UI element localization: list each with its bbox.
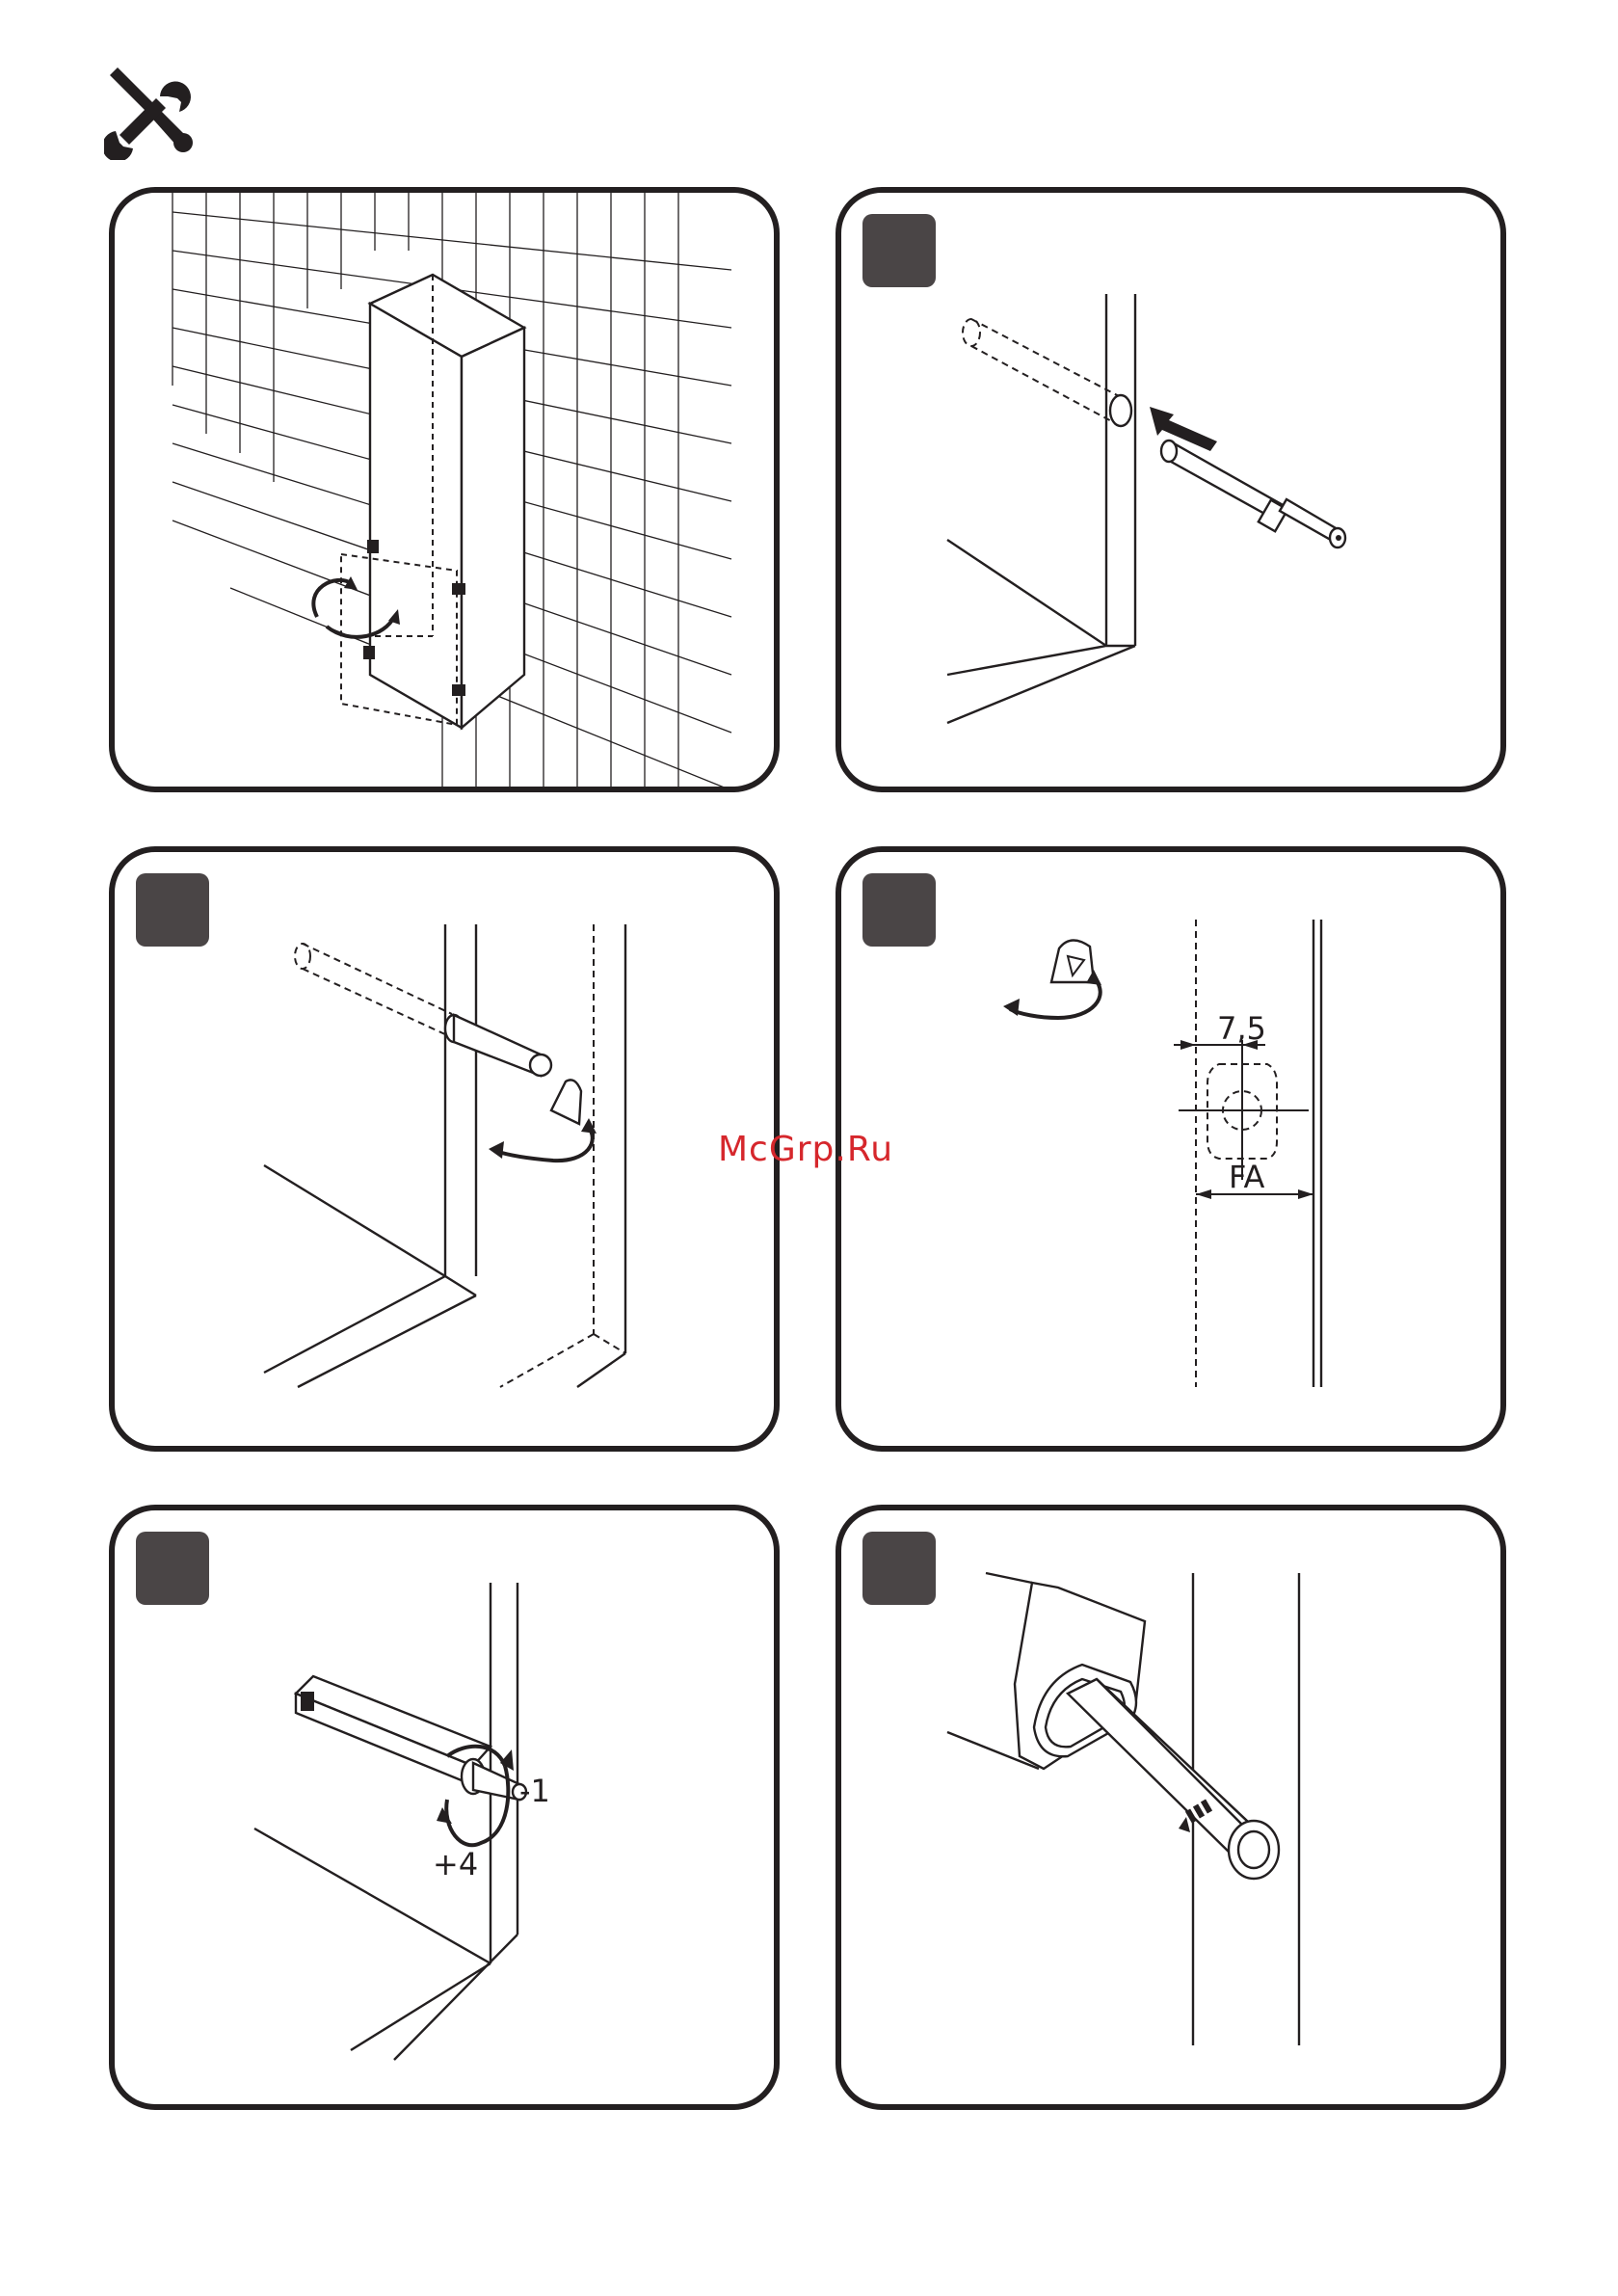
- mount-adapter-illustration: [115, 852, 780, 1452]
- insert-housing-illustration: [841, 193, 1506, 792]
- panel-step-installed-closeup: [836, 1505, 1506, 2110]
- installed-closeup-illustration: [841, 1510, 1506, 2110]
- dimension-7-5-label: 7,5: [1217, 1010, 1266, 1047]
- adjust-plus-label: +4: [433, 1846, 478, 1882]
- adjust-minus-label: -1: [519, 1773, 550, 1809]
- adjust-depth-illustration: -1 +4: [115, 1510, 780, 2110]
- panel-step-drill-dimensions: 7,5 FA: [836, 846, 1506, 1452]
- tools-icon: [104, 64, 200, 160]
- panel-step-mount-adapter: [109, 846, 780, 1452]
- watermark: McGrp.Ru: [718, 1130, 893, 1169]
- panel-cabinet-overview: [109, 187, 780, 792]
- panel-step-insert-housing: [836, 187, 1506, 792]
- drill-dimensions-illustration: 7,5 FA: [841, 852, 1506, 1452]
- panel-step-adjust-depth: -1 +4: [109, 1505, 780, 2110]
- cabinet-illustration: [115, 193, 780, 792]
- dimension-fa-label: FA: [1229, 1159, 1264, 1195]
